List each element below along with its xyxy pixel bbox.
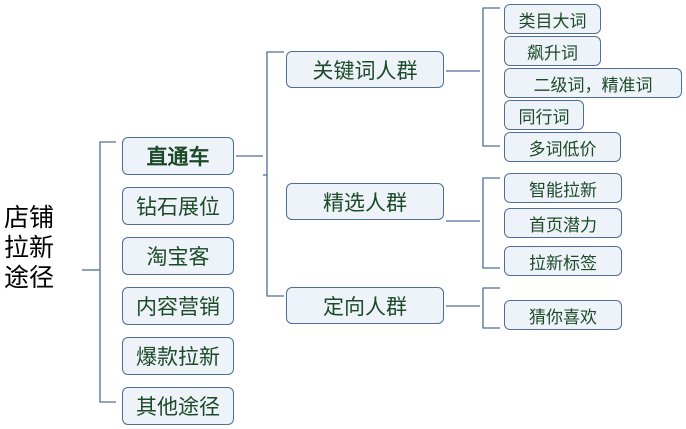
node-hot-product: 爆款拉新: [122, 337, 234, 375]
bracket-targeted: [482, 287, 500, 329]
node-smart-acquisition: 智能拉新: [504, 173, 622, 203]
node-multi-word-low-price: 多词低价: [504, 132, 621, 162]
node-zuanshi: 钻石展位: [122, 187, 234, 225]
node-other: 其他途径: [122, 387, 234, 425]
bracket-keyword: [482, 7, 500, 147]
root-label: 店铺 拉新 途径: [4, 203, 55, 292]
node-rising-words: 飙升词: [504, 36, 601, 66]
node-selected-crowd: 精选人群: [286, 183, 444, 220]
node-acquisition-tags: 拉新标签: [504, 246, 622, 276]
node-secondary-words: 二级词，精准词: [504, 68, 682, 98]
bracket-selected: [482, 177, 500, 269]
node-category-words: 类目大词: [504, 4, 601, 34]
node-content-marketing: 内容营销: [122, 287, 234, 325]
bracket-level2: [266, 51, 284, 297]
node-keyword-crowd: 关键词人群: [286, 51, 444, 88]
bracket-level1: [99, 141, 116, 403]
node-zhitongche: 直通车: [122, 137, 234, 175]
node-taobaoke: 淘宝客: [122, 237, 234, 275]
node-homepage-potential: 首页潜力: [504, 208, 622, 238]
node-peer-words: 同行词: [504, 100, 584, 130]
node-guess-you-like: 猜你喜欢: [504, 300, 622, 330]
node-targeted-crowd: 定向人群: [286, 287, 444, 324]
